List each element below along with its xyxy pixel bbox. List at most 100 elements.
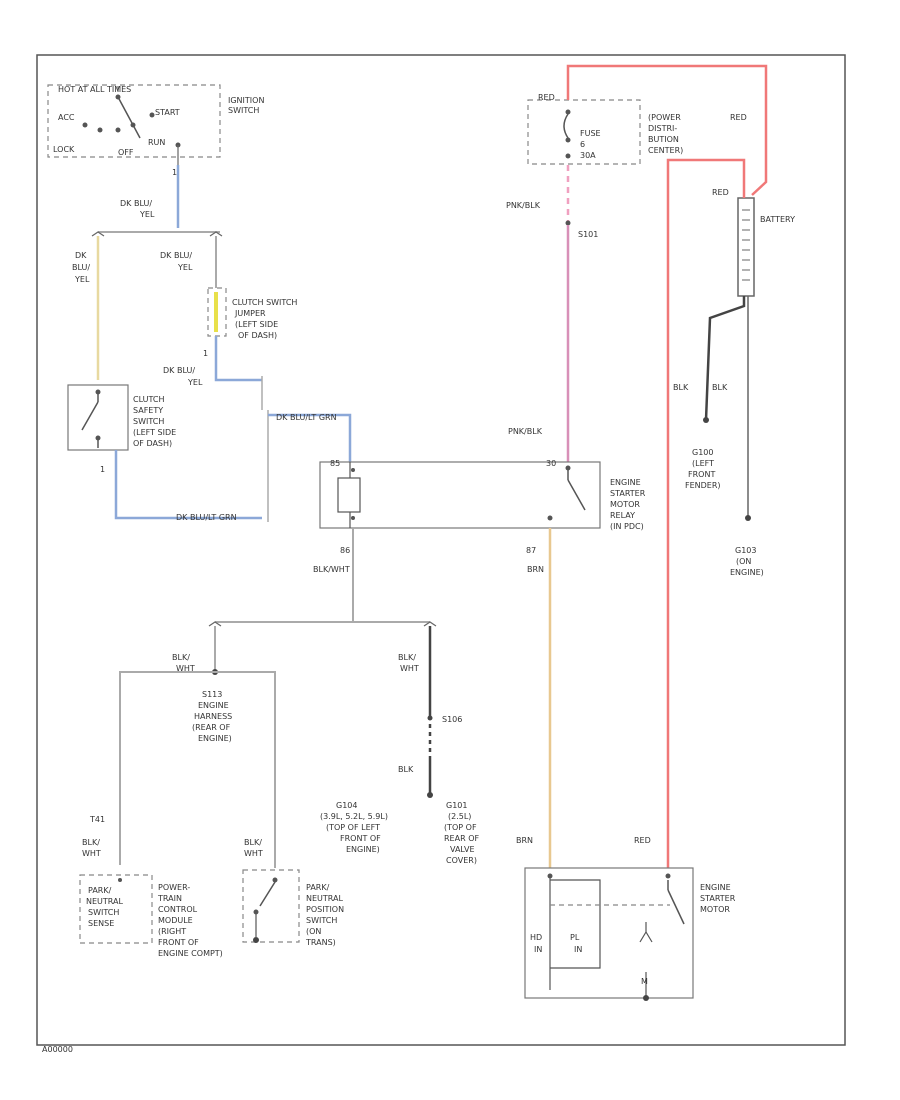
clutch-jumper-label-4: OF DASH) bbox=[238, 331, 277, 340]
clutch-switch-jumper: CLUTCH SWITCH JUMPER (LEFT SIDE OF DASH)… bbox=[203, 287, 297, 358]
g101-label-6: COVER) bbox=[446, 856, 477, 865]
ignition-switch-box bbox=[47, 84, 221, 158]
relay-pin-85: 85 bbox=[330, 459, 340, 468]
clutch-safety-label-5: OF DASH) bbox=[133, 439, 172, 448]
pn-sense-label-2: NEUTRAL bbox=[86, 897, 123, 906]
wire-label-dkblu-ltgrn-1: DK BLU/LT GRN bbox=[276, 413, 337, 422]
g104-label-5: ENGINE) bbox=[346, 845, 380, 854]
wire-label-red-2: RED bbox=[730, 113, 747, 122]
clutch-jumper-label-2: JUMPER bbox=[234, 309, 266, 318]
wire-label-blk-wht-4b: WHT bbox=[82, 849, 101, 858]
wire-label-blk-wht-4a: BLK/ bbox=[82, 838, 100, 847]
pdc-label-3: BUTION bbox=[648, 135, 679, 144]
starter-box bbox=[524, 867, 694, 999]
wire-label-dkblu-yel-1b: YEL bbox=[139, 210, 155, 219]
powertrain-control-module: PARK/ NEUTRAL SWITCH SENSE POWER- TRAIN … bbox=[79, 874, 223, 958]
pn-sense-label-4: SENSE bbox=[88, 919, 114, 928]
g104-label-4: FRONT OF bbox=[340, 834, 381, 843]
engine-starter-motor: HD IN PL IN M ENGINE STARTER MOTOR bbox=[524, 867, 736, 1001]
clutch-safety-box bbox=[67, 384, 129, 451]
g101-label-5: VALVE bbox=[450, 845, 475, 854]
clutch-jumper-label-1: CLUTCH SWITCH bbox=[232, 298, 297, 307]
ignition-run-label: RUN bbox=[148, 138, 165, 147]
relay-label-3: MOTOR bbox=[610, 500, 640, 509]
pn-switch-label-4: SWITCH bbox=[306, 916, 337, 925]
clutch-safety-label-1: CLUTCH bbox=[133, 395, 165, 404]
wire-label-blk-2: BLK bbox=[712, 383, 728, 392]
wire-label-dkblu-yel-1a: DK BLU/ bbox=[120, 199, 152, 208]
wire-label-blk-1: BLK bbox=[673, 383, 689, 392]
pcm-label-1: POWER- bbox=[158, 883, 190, 892]
relay-coil bbox=[337, 477, 361, 513]
fuse-label-1: FUSE bbox=[580, 129, 601, 138]
pcm-label-6: FRONT OF bbox=[158, 938, 199, 947]
starter-label-2: STARTER bbox=[700, 894, 736, 903]
wire-label-red-4: RED bbox=[634, 836, 651, 845]
pn-switch-label-3: POSITION bbox=[306, 905, 344, 914]
s113-label-3: HARNESS bbox=[194, 712, 232, 721]
relay-pin-86: 86 bbox=[340, 546, 350, 555]
starter-hold-in-2: IN bbox=[534, 945, 542, 954]
fuse-label-3: 30A bbox=[580, 151, 596, 160]
relay-label-2: STARTER bbox=[610, 489, 646, 498]
starter-label-1: ENGINE bbox=[700, 883, 731, 892]
starter-pull-in-1: PL bbox=[570, 933, 580, 942]
clutch-jumper-pin-1: 1 bbox=[203, 349, 208, 358]
wire-label-brn-1: BRN bbox=[527, 565, 544, 574]
g100-label-4: FENDER) bbox=[685, 481, 721, 490]
wire-number-t41: T41 bbox=[89, 815, 105, 824]
ignition-switch: HOT AT ALL TIMES ACC START LOCK OFF RUN … bbox=[47, 84, 264, 177]
wire-label-dkblu-yel-3a: DK BLU/ bbox=[160, 251, 192, 260]
relay-pin-87: 87 bbox=[526, 546, 536, 555]
pdc-label-2: DISTRI- bbox=[648, 124, 677, 133]
wire-label-blk-wht-2b: WHT bbox=[176, 664, 195, 673]
battery-body bbox=[737, 197, 755, 297]
park-neutral-position-switch: PARK/ NEUTRAL POSITION SWITCH (ON TRANS) bbox=[242, 869, 344, 947]
ignition-switch-label-1: IGNITION bbox=[228, 96, 264, 105]
pn-switch-box bbox=[242, 869, 300, 943]
g103-label-2: (ON bbox=[736, 557, 751, 566]
pdc-label-1: (POWER bbox=[648, 113, 681, 122]
pcm-label-7: ENGINE COMPT) bbox=[158, 949, 223, 958]
relay-label-1: ENGINE bbox=[610, 478, 641, 487]
wire-label-blk-wht-1: BLK/WHT bbox=[313, 565, 350, 574]
ignition-hot-at-all-times: HOT AT ALL TIMES bbox=[58, 85, 131, 94]
wire-label-pnk-blk-2: PNK/BLK bbox=[508, 427, 543, 436]
wire-label-blk-3: BLK bbox=[398, 765, 414, 774]
clutch-safety-label-2: SAFETY bbox=[133, 406, 163, 415]
clutch-safety-label-4: (LEFT SIDE bbox=[133, 428, 176, 437]
starter-motor-relay: 85 30 ENGINE STARTER MOTOR RELAY (IN PDC… bbox=[319, 459, 646, 531]
wire-label-dkblu-yel-3b: YEL bbox=[177, 263, 193, 272]
wire-red-battery-to-starter bbox=[666, 158, 746, 868]
pcm-label-4: MODULE bbox=[158, 916, 193, 925]
pcm-label-2: TRAIN bbox=[157, 894, 182, 903]
wire-label-brn-2: BRN bbox=[516, 836, 533, 845]
wire-label-blk-wht-5a: BLK/ bbox=[244, 838, 262, 847]
power-distribution-center: RED FUSE 6 30A (POWER DISTRI- BUTION CEN… bbox=[527, 93, 683, 165]
starter-motor-m: M bbox=[641, 977, 648, 986]
splice-s101-label: S101 bbox=[578, 230, 598, 239]
pn-sense-label-1: PARK/ bbox=[88, 886, 112, 895]
wire-label-dkblu-yel-2a: DK bbox=[75, 251, 87, 260]
splice-s106-label: S106 bbox=[442, 715, 462, 724]
wire-label-dkblu-yel-2c: YEL bbox=[74, 275, 90, 284]
battery: BATTERY RED bbox=[712, 188, 795, 297]
s113-label-2: ENGINE bbox=[198, 701, 229, 710]
splice-s106-dot bbox=[427, 715, 433, 721]
pn-switch-label-5: (ON bbox=[306, 927, 321, 936]
relay-pin-30: 30 bbox=[546, 459, 556, 468]
g103-label-1: G103 bbox=[735, 546, 756, 555]
pcm-label-3: CONTROL bbox=[158, 905, 198, 914]
wire-label-blk-wht-3a: BLK/ bbox=[398, 653, 416, 662]
relay-box bbox=[319, 461, 601, 529]
pn-switch-label-1: PARK/ bbox=[306, 883, 330, 892]
g101-label-4: REAR OF bbox=[444, 834, 479, 843]
ignition-pin-1: 1 bbox=[172, 168, 177, 177]
wire-label-blk-wht-5b: WHT bbox=[244, 849, 263, 858]
ignition-off-label: OFF bbox=[118, 148, 134, 157]
wire-dkblu-yel-jumper-out bbox=[214, 336, 262, 382]
g100-label-1: G100 bbox=[692, 448, 713, 457]
g103-label-3: ENGINE) bbox=[730, 568, 764, 577]
pdc-box bbox=[527, 99, 641, 165]
